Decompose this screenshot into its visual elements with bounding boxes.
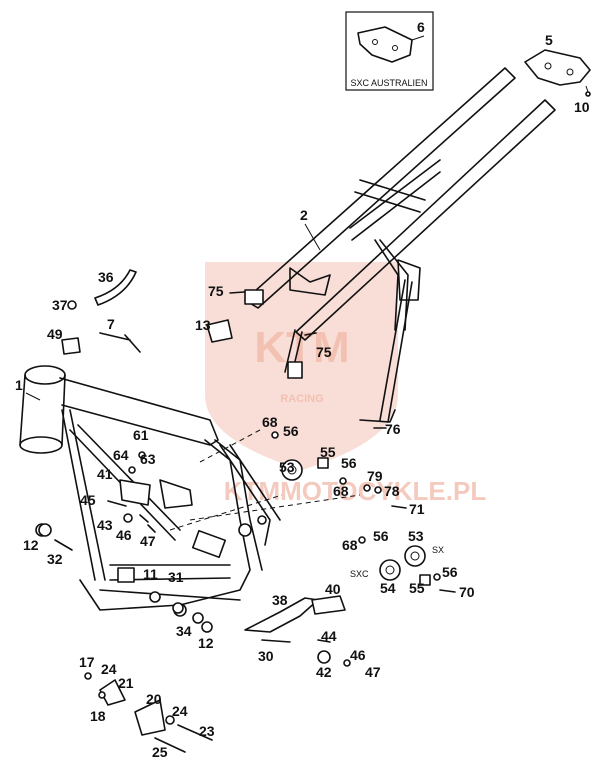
callout-labels: 6 5 10 2 36 75 37 7 13 49 75 1 68 56 76 … <box>15 19 590 760</box>
callout-31: 31 <box>168 569 184 585</box>
callout-18: 18 <box>90 708 106 724</box>
skid-plate-inset <box>357 26 413 63</box>
callout-68-b: 68 <box>333 483 349 499</box>
variant-label-sx: SX <box>432 545 444 555</box>
leader-lines <box>25 35 425 401</box>
callout-20: 20 <box>146 691 162 707</box>
footpeg-41 <box>119 479 151 506</box>
callout-46-a: 46 <box>116 527 132 543</box>
callout-70: 70 <box>459 584 475 600</box>
callout-23: 23 <box>199 723 215 739</box>
callout-1: 1 <box>15 377 23 393</box>
callout-56-c: 56 <box>373 528 389 544</box>
callout-79: 79 <box>367 468 383 484</box>
callout-45: 45 <box>80 492 96 508</box>
callout-55-a: 55 <box>320 444 336 460</box>
callout-11: 11 <box>143 566 158 582</box>
callout-42: 42 <box>316 664 332 680</box>
subframe <box>244 67 556 423</box>
callout-13: 13 <box>195 317 211 333</box>
main-frame <box>19 365 281 617</box>
callout-63: 63 <box>140 451 156 467</box>
callout-38: 38 <box>272 592 288 608</box>
callout-47-b: 47 <box>365 664 381 680</box>
callout-68-c: 68 <box>342 537 358 553</box>
callout-53-b: 53 <box>408 528 424 544</box>
callout-56-d: 56 <box>442 564 458 580</box>
callout-76: 76 <box>385 421 401 437</box>
inset-sxc-australien: SXC AUSTRALIEN <box>345 11 434 91</box>
callout-46-b: 46 <box>350 647 366 663</box>
callout-36: 36 <box>98 269 114 285</box>
callout-5: 5 <box>545 32 553 48</box>
rubber-13 <box>206 319 233 343</box>
callout-17: 17 <box>79 654 95 670</box>
callout-47-a: 47 <box>140 533 156 549</box>
callout-68-a: 68 <box>262 414 278 430</box>
callout-49: 49 <box>47 326 63 342</box>
callout-25: 25 <box>152 744 168 760</box>
callout-75-a: 75 <box>208 283 224 299</box>
footpeg-40 <box>311 595 346 615</box>
callout-56-b: 56 <box>341 455 357 471</box>
callout-53-a: 53 <box>279 459 295 475</box>
callout-34: 34 <box>176 623 192 639</box>
skid-plate <box>524 49 591 97</box>
bracket-20 <box>134 699 166 736</box>
callout-7: 7 <box>107 316 115 332</box>
callout-41: 41 <box>97 466 113 482</box>
callout-12-b: 12 <box>198 635 214 651</box>
inset-caption: SXC AUSTRALIEN <box>350 78 427 88</box>
callout-6: 6 <box>417 19 425 35</box>
callout-40: 40 <box>325 581 341 597</box>
callout-54: 54 <box>380 580 396 596</box>
callout-37: 37 <box>52 297 68 313</box>
callout-64: 64 <box>113 447 129 463</box>
callout-44: 44 <box>321 628 337 644</box>
callout-21: 21 <box>118 675 134 691</box>
small-parts <box>38 269 456 753</box>
hose-36 <box>94 269 137 306</box>
callout-56-a: 56 <box>283 423 299 439</box>
assembly-lines <box>169 429 361 531</box>
callout-78: 78 <box>384 483 400 499</box>
callout-32: 32 <box>47 551 63 567</box>
callout-10: 10 <box>574 99 590 115</box>
callout-61: 61 <box>133 427 149 443</box>
watermark-sub: RACING <box>280 393 323 405</box>
bracket-21 <box>99 679 126 706</box>
callout-30: 30 <box>258 648 274 664</box>
callout-24-b: 24 <box>172 703 188 719</box>
callout-24-a: 24 <box>101 661 117 677</box>
callout-71: 71 <box>409 501 425 517</box>
callout-75-b: 75 <box>316 344 332 360</box>
callout-43: 43 <box>97 517 113 533</box>
callout-2: 2 <box>300 207 308 223</box>
callout-55-b: 55 <box>409 580 425 596</box>
variant-label-sxc: SXC <box>350 569 369 579</box>
watermark-site: KTMMOTOCYKLE.PL <box>224 476 487 506</box>
callout-12-a: 12 <box>23 537 39 553</box>
